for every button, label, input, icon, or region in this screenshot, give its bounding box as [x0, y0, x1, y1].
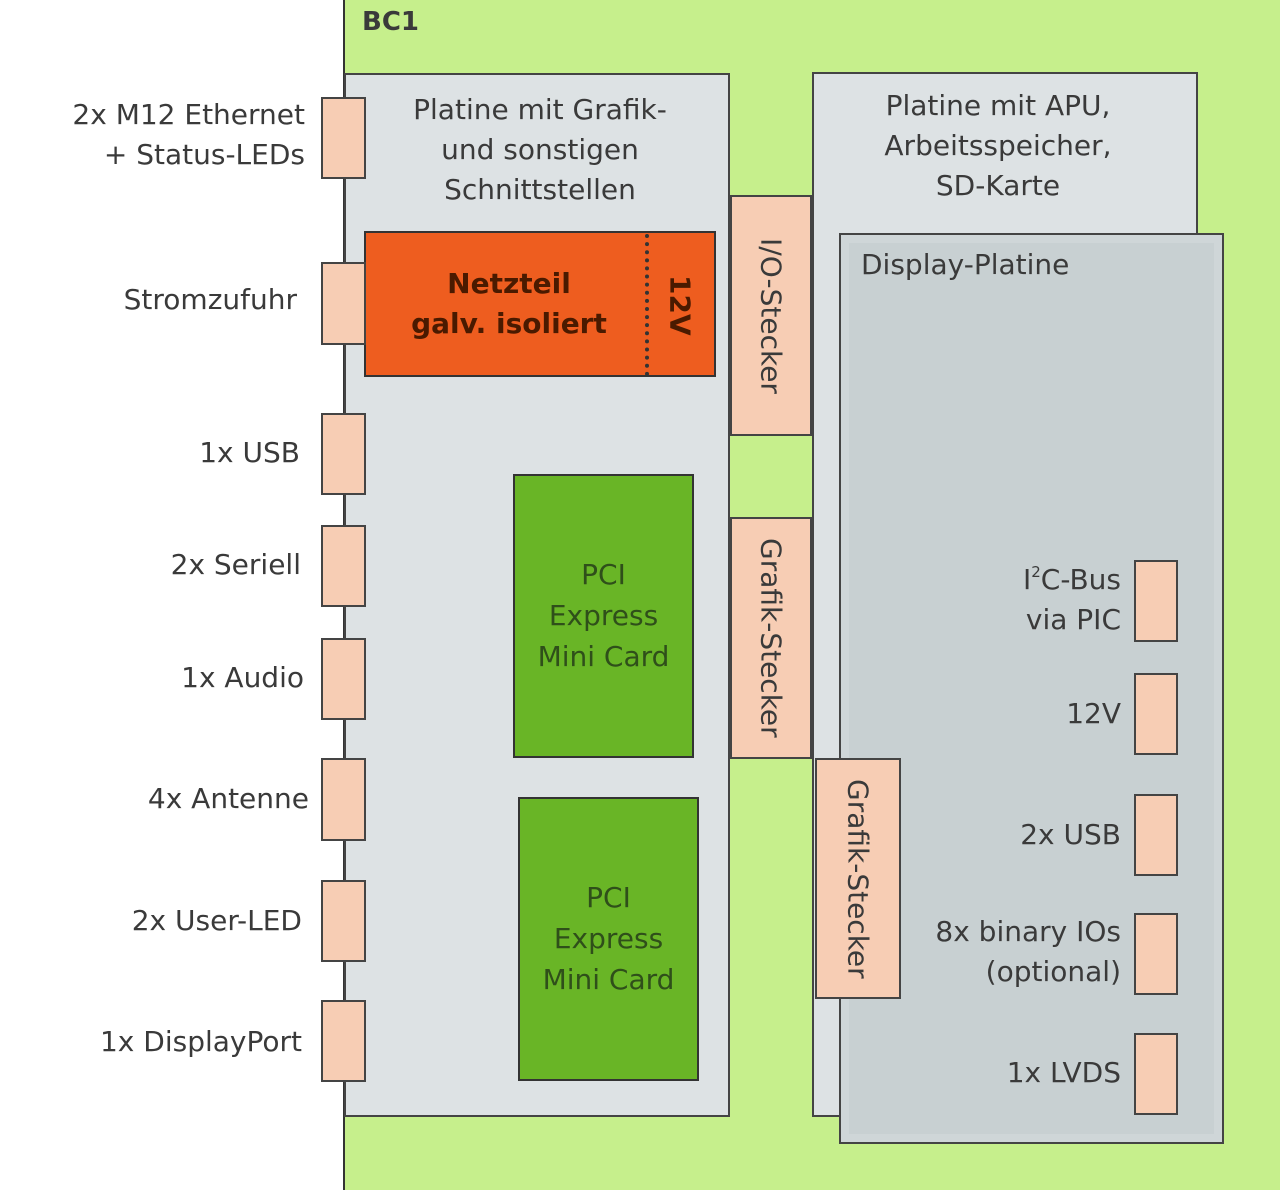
port-12v-label: 12V [1066, 697, 1121, 730]
bc1-label: BC1 [362, 7, 419, 37]
port-usb [321, 413, 366, 495]
power-supply-block [364, 231, 716, 377]
port-ethernet-label: 2x M12 Ethernet + Status-LEDs [0, 95, 305, 175]
port-display-usb [1134, 794, 1178, 876]
power-supply-line: Netzteil [447, 267, 571, 300]
binary-io-line: 8x binary IOs [935, 915, 1121, 948]
port-serial [321, 525, 366, 607]
left-board-title-line: Platine mit Grafik- [413, 93, 667, 126]
port-displayport-label: 1x DisplayPort [99, 1025, 302, 1058]
i2c-prefix: I [1022, 563, 1032, 596]
port-user-led [321, 880, 366, 962]
port-i2c-bus-label: I2C-Bus via PIC [900, 560, 1121, 640]
i2c-line: I2C-Bus [900, 560, 1121, 600]
power-supply-voltage: 12V [663, 274, 697, 336]
port-lvds [1134, 1033, 1178, 1115]
i2c-line: via PIC [1025, 603, 1121, 636]
port-audio [321, 638, 366, 720]
pci-card-line: PCI [586, 881, 631, 914]
pci-card-line: Express [548, 599, 659, 632]
display-graphics-connector [815, 758, 901, 999]
port-12v [1134, 673, 1178, 755]
port-audio-label: 1x Audio [181, 661, 304, 694]
port-label-line: 2x M12 Ethernet [72, 98, 305, 131]
left-board-title-line: Schnittstellen [444, 173, 636, 206]
i2c-suffix: C-Bus [1040, 563, 1121, 596]
display-board-title: Display-Platine [861, 248, 1070, 281]
port-antenna [321, 758, 366, 841]
pci-express-card-label: PCI Express Mini Card [518, 877, 699, 1000]
pci-card-line: Mini Card [537, 640, 670, 673]
apu-board-title-line: SD-Karte [935, 169, 1061, 202]
port-label-line: + Status-LEDs [103, 138, 305, 171]
power-supply-label: Netzteil galv. isoliert [370, 264, 648, 344]
pci-express-card-label: PCI Express Mini Card [513, 554, 694, 677]
power-supply-divider [645, 234, 649, 376]
port-lvds-label: 1x LVDS [1006, 1056, 1121, 1089]
power-supply-line: galv. isoliert [411, 307, 607, 340]
port-binary-io-label: 8x binary IOs (optional) [880, 912, 1121, 992]
i2c-superscript: 2 [1031, 563, 1041, 581]
pci-card-line: PCI [581, 558, 626, 591]
display-graphics-connector-label: Grafik-Stecker [841, 778, 875, 979]
port-serial-label: 2x Seriell [170, 548, 301, 581]
left-board-title: Platine mit Grafik- und sonstigen Schnit… [344, 90, 736, 210]
port-power-input-label: Stromzufuhr [123, 283, 297, 316]
port-antenna-label: 4x Antenne [147, 782, 309, 815]
graphics-connector-label: Grafik-Stecker [754, 538, 788, 738]
port-binary-io [1134, 913, 1178, 995]
apu-board-title-line: Arbeitsspeicher, [884, 129, 1112, 162]
port-displayport [321, 1000, 366, 1082]
port-usb-label: 1x USB [199, 436, 300, 469]
pci-express-card [513, 474, 694, 758]
binary-io-line: (optional) [985, 955, 1121, 988]
port-power-input [321, 262, 366, 345]
apu-board-title: Platine mit APU, Arbeitsspeicher, SD-Kar… [812, 86, 1184, 206]
port-display-usb-label: 2x USB [1020, 818, 1121, 851]
pci-card-line: Mini Card [542, 963, 675, 996]
port-user-led-label: 2x User-LED [131, 904, 302, 937]
graphics-connector [730, 517, 812, 759]
pci-card-line: Express [553, 922, 664, 955]
apu-board-title-line: Platine mit APU, [885, 89, 1111, 122]
port-i2c-bus [1134, 560, 1178, 642]
io-connector-label: I/O-Stecker [754, 237, 788, 394]
pci-express-card [518, 797, 699, 1081]
io-connector [730, 195, 812, 436]
left-board-title-line: und sonstigen [441, 133, 639, 166]
port-ethernet [321, 97, 366, 179]
